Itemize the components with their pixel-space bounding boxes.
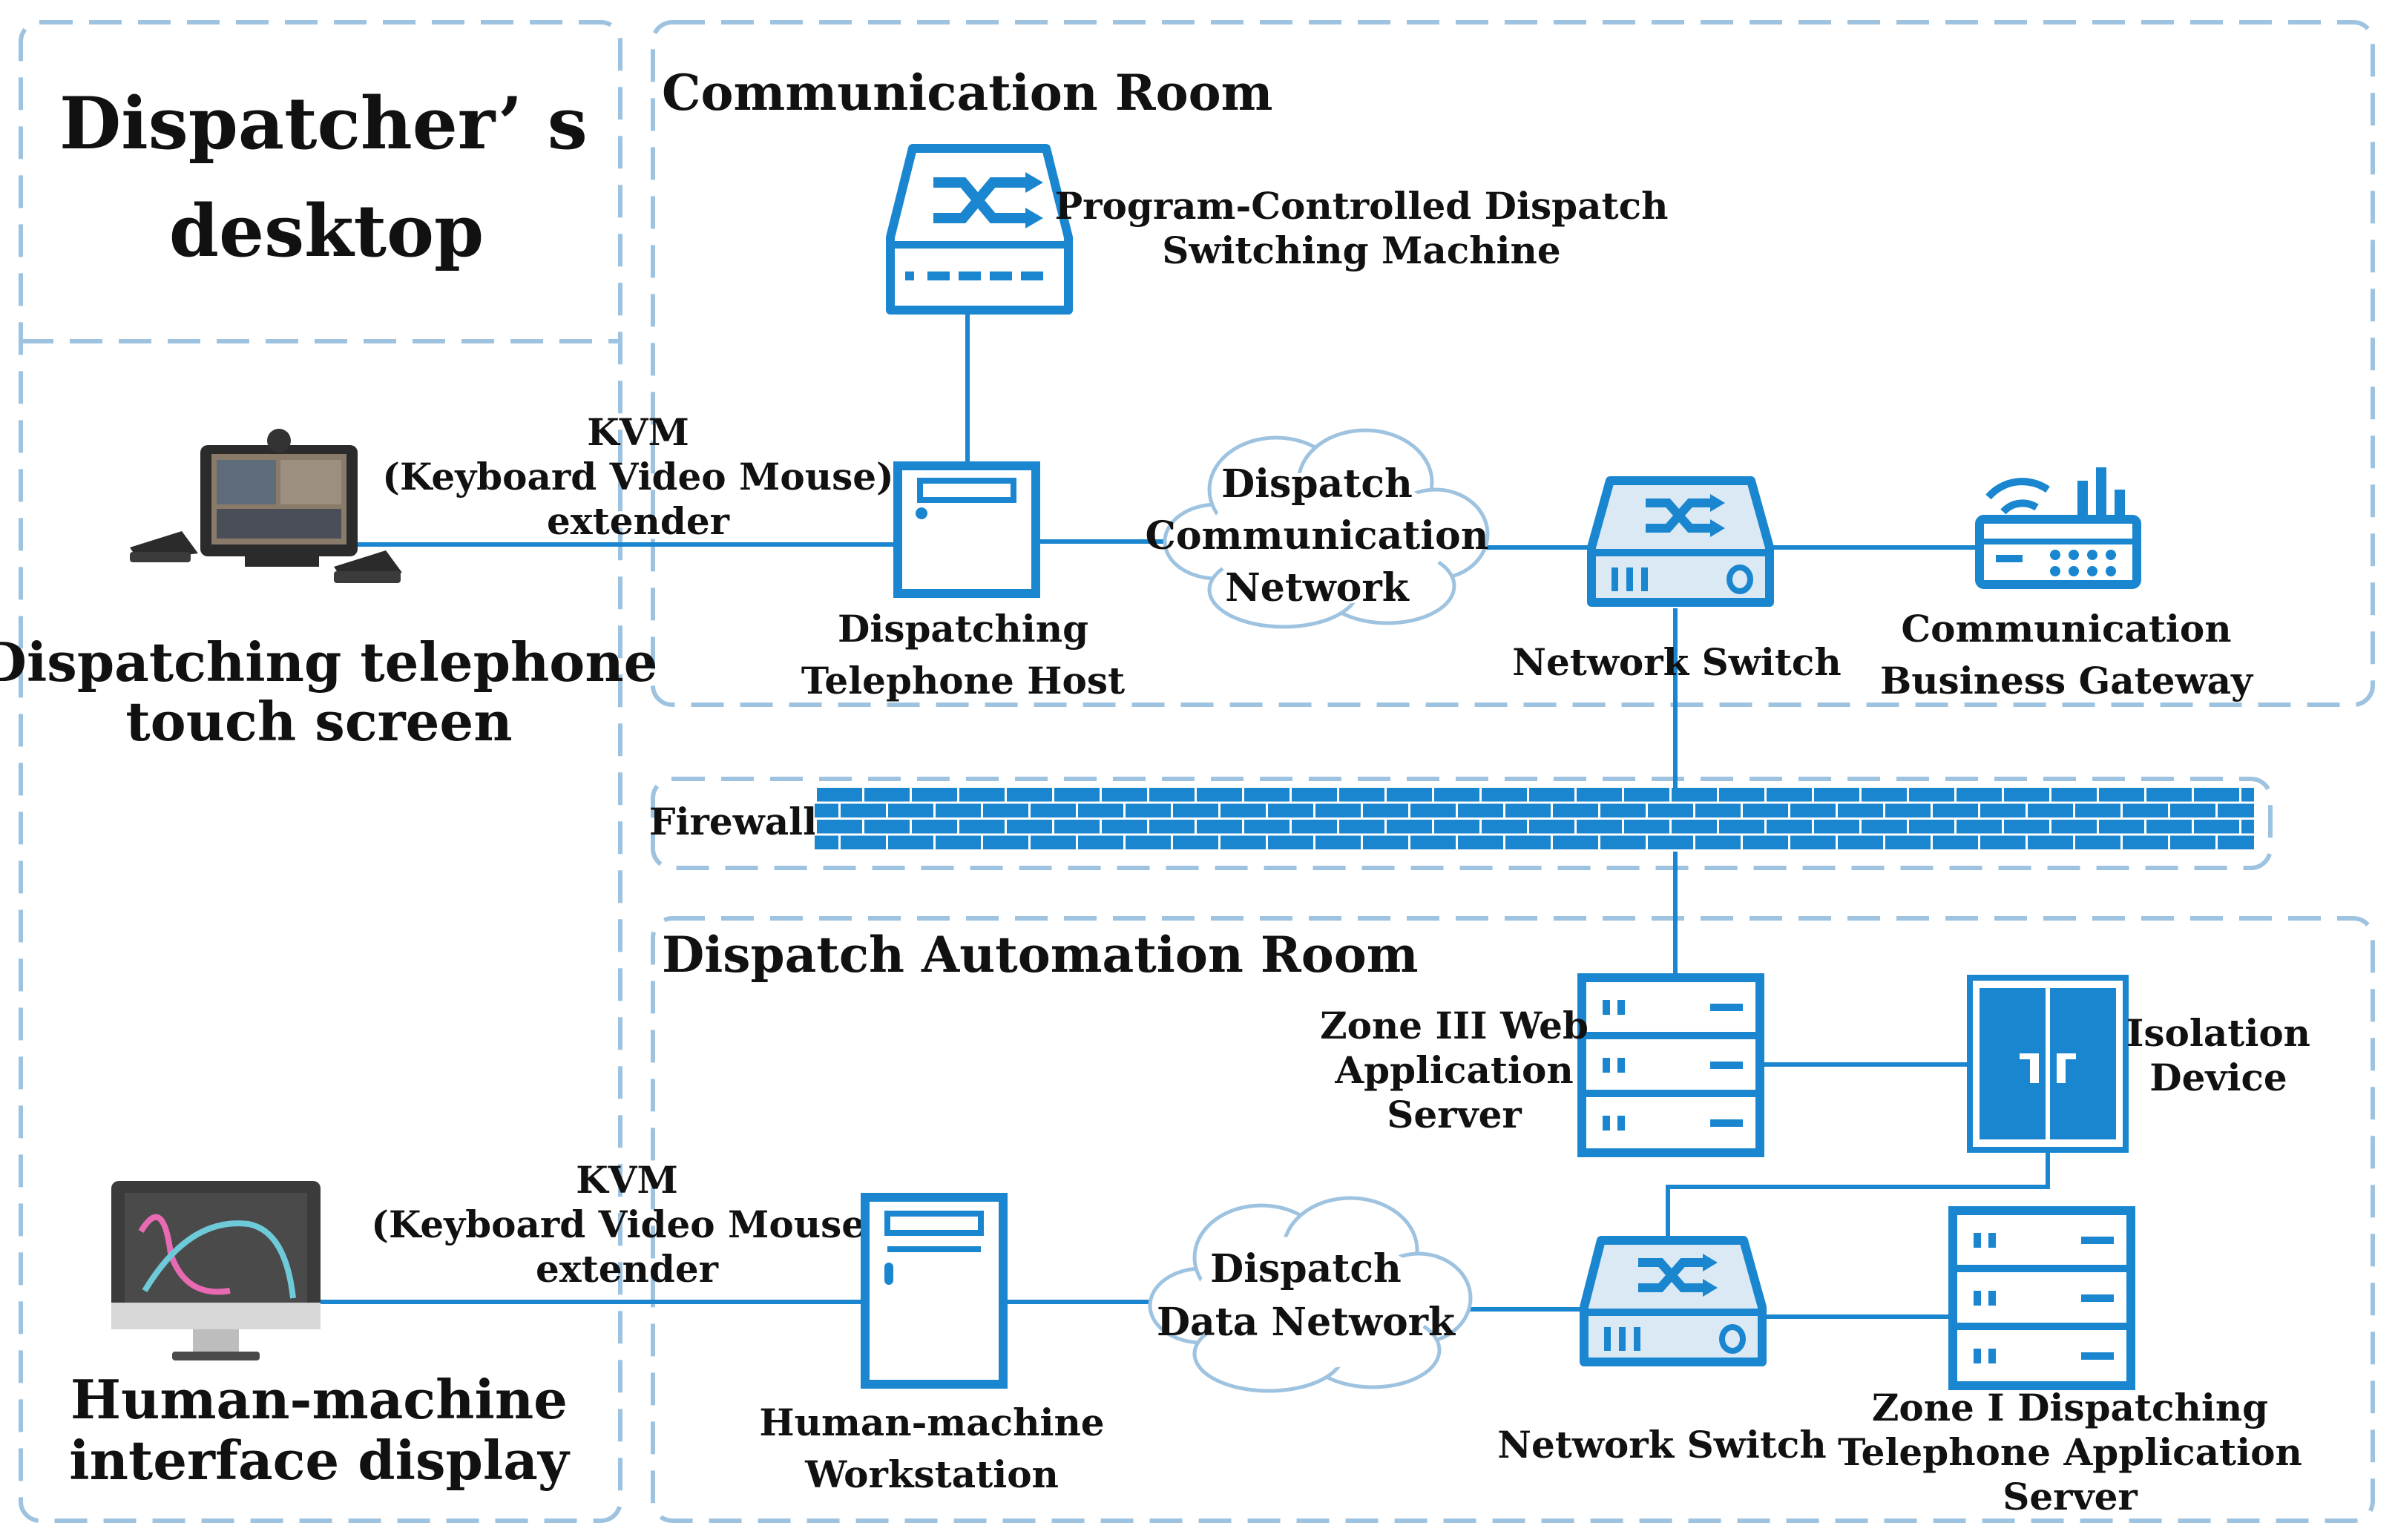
zone1-label-line1: Zone I Dispatching (1872, 1386, 2268, 1429)
dispatcher-title-line1: Dispatcher’ s (59, 82, 588, 165)
automation-room-title: Dispatch Automation Room (662, 926, 1419, 984)
server-rack-icon (1948, 1206, 2135, 1390)
connections (319, 312, 2050, 1319)
dispatcher-title-line2: desktop (169, 189, 484, 273)
switching-machine-label-line2: Switching Machine (1162, 228, 1560, 272)
kvm-bottom-line1: KVM (576, 1158, 678, 1202)
hmi-display-label-line2: interface display (69, 1429, 571, 1492)
zone3-label-line3: Server (1387, 1093, 1522, 1136)
zone1-label-line3: Server (2003, 1475, 2138, 1518)
kvm-bottom-line2: (Keyboard Video Mouse) (371, 1202, 882, 1246)
workstation-label-line1: Human-machine (759, 1401, 1104, 1444)
hmi-display-label-line1: Human-machine (70, 1368, 568, 1431)
kvm-top-line3: extender (547, 499, 730, 543)
touch-screen-label-line2: touch screen (125, 690, 512, 753)
network-switch-top-label: Network Switch (1512, 640, 1841, 684)
firewall-icon (815, 788, 2254, 852)
kvm-top-line1: KVM (587, 410, 689, 454)
network-switch-icon (1580, 1236, 1767, 1366)
firewall-region (651, 777, 2273, 870)
router-icon (1975, 467, 2141, 589)
network-switch-bottom-label: Network Switch (1497, 1423, 1826, 1467)
host-label-line2: Telephone Host (801, 659, 1125, 702)
video-phone-icon (130, 429, 402, 583)
zone3-label-line1: Zone III Web (1320, 1004, 1589, 1047)
kvm-bottom-line3: extender (536, 1247, 719, 1291)
network-switch-icon (1587, 476, 1774, 607)
zone1-label-line2: Telephone Application (1838, 1430, 2302, 1474)
automation-room-region (651, 916, 2375, 1523)
zone3-label-line2: Application (1334, 1048, 1573, 1092)
host-label-line1: Dispatching (838, 607, 1088, 651)
firewall-label: Firewall (649, 800, 817, 843)
monitor-icon (111, 1181, 321, 1360)
dcn-label-line3: Network (1225, 565, 1409, 611)
host-icon (893, 461, 1040, 598)
dcn-label-line2: Communication (1145, 513, 1488, 559)
touch-screen-label-line1: Dispatching telephone (0, 631, 657, 694)
ddn-label-line2: Data Network (1157, 1300, 1456, 1345)
switching-machine-icon (886, 144, 1073, 315)
isolation-label-line2: Device (2149, 1056, 2287, 1099)
ddn-label-line1: Dispatch (1210, 1246, 1402, 1291)
cloud-icon (1148, 1196, 1473, 1393)
region-borders (19, 20, 2375, 1523)
isolation-label-line1: Isolation (2126, 1011, 2310, 1055)
dcn-label-line1: Dispatch (1221, 461, 1413, 507)
cloud-icon (1163, 428, 1490, 629)
workstation-label-line2: Workstation (804, 1452, 1059, 1496)
workstation-icon (861, 1193, 1008, 1389)
communication-room-region (651, 20, 2375, 707)
communication-room-title: Communication Room (662, 64, 1273, 122)
dispatcher-desktop-region (19, 20, 622, 1523)
kvm-top-line2: (Keyboard Video Mouse) (382, 455, 893, 498)
switching-machine-label-line1: Program-Controlled Dispatch (1055, 184, 1669, 228)
link-isolation-switch (1666, 1150, 2050, 1239)
server-rack-icon (1577, 973, 1764, 1157)
isolation-door-icon (1967, 975, 2129, 1153)
gateway-label-line1: Communication (1901, 607, 2231, 651)
gateway-label-line2: Business Gateway (1880, 659, 2254, 702)
